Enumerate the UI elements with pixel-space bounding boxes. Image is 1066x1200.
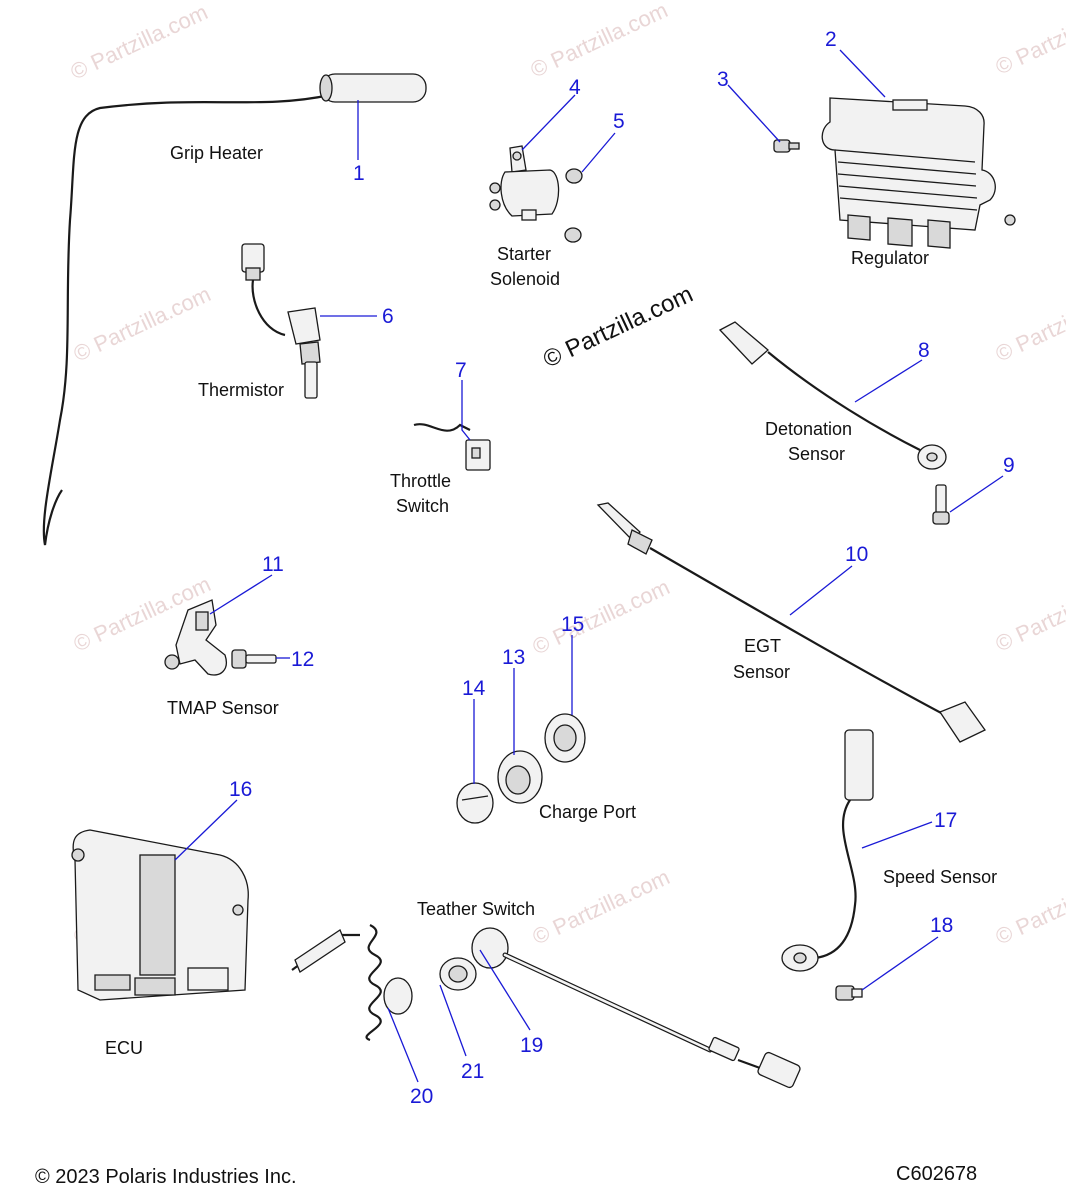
label-teather-switch: Teather Switch	[417, 899, 535, 919]
grip-heater-part	[42, 73, 427, 546]
ecu-part	[71, 829, 249, 1001]
watermark: © Partzilla.com	[70, 281, 215, 366]
tmap-sensor-part	[164, 599, 227, 676]
callout-8: 8	[918, 339, 930, 362]
callout-numbers: 1 2 3 4 5 6 7 8 9 10 11 12 13 14 15 16 1…	[229, 28, 1015, 1108]
speed-sensor-part	[781, 729, 874, 972]
watermark: © Partzilla.com	[992, 0, 1066, 80]
watermark: © Partzilla.com	[992, 864, 1066, 949]
regulator-part	[821, 97, 1016, 249]
part-labels: Grip Heater Thermistor Starter Solenoid …	[105, 143, 997, 1058]
label-egt: EGT	[744, 636, 781, 656]
footer-diagram-code: C602678	[896, 1163, 977, 1185]
watermark: © Partzilla.com	[992, 281, 1066, 366]
label-throttle: Throttle	[390, 471, 451, 491]
bolt-part	[835, 985, 863, 1001]
starter-solenoid-part	[489, 145, 560, 221]
callout-13: 13	[502, 646, 525, 669]
watermark: © Partzilla.com	[529, 574, 674, 659]
footer-copyright: © 2023 Polaris Industries Inc.	[35, 1166, 297, 1188]
label-detonation-sensor: Sensor	[788, 444, 845, 464]
label-tmap-sensor: TMAP Sensor	[167, 698, 279, 718]
watermark: © Partzilla.com	[992, 571, 1066, 656]
callout-5: 5	[613, 110, 625, 133]
egt-sensor-part	[596, 502, 986, 743]
label-thermistor: Thermistor	[198, 380, 284, 400]
callout-11: 11	[262, 553, 284, 576]
label-starter: Starter	[497, 244, 551, 264]
teather-switch-part	[291, 924, 801, 1089]
leader-lines	[174, 49, 1004, 1083]
callout-6: 6	[382, 305, 394, 328]
charge-port-part	[456, 713, 586, 824]
nut-part	[564, 168, 583, 243]
callout-12: 12	[291, 648, 314, 671]
watermark: © Partzilla.com	[527, 0, 672, 83]
label-regulator: Regulator	[851, 248, 929, 268]
label-detonation: Detonation	[765, 419, 852, 439]
throttle-switch-part	[413, 423, 491, 471]
callout-3: 3	[717, 68, 729, 91]
callout-10: 10	[845, 543, 868, 566]
label-charge-port: Charge Port	[539, 802, 636, 822]
callout-19: 19	[520, 1034, 543, 1057]
callout-16: 16	[229, 778, 252, 801]
callout-9: 9	[1003, 454, 1015, 477]
bolt-part	[773, 139, 800, 153]
callout-15: 15	[561, 613, 584, 636]
thermistor-part	[241, 243, 321, 399]
callout-17: 17	[934, 809, 957, 832]
watermark: © Partzilla.com	[67, 0, 212, 85]
callout-21: 21	[461, 1060, 484, 1083]
callout-18: 18	[930, 914, 953, 937]
detonation-sensor-part	[718, 321, 947, 470]
callout-14: 14	[462, 677, 486, 700]
bolt-part	[932, 484, 950, 525]
label-egt-sensor: Sensor	[733, 662, 790, 682]
bolt-part	[231, 649, 277, 669]
label-grip-heater: Grip Heater	[170, 143, 263, 163]
label-ecu: ECU	[105, 1038, 143, 1058]
label-speed-sensor: Speed Sensor	[883, 867, 997, 887]
callout-4: 4	[569, 76, 581, 99]
label-switch: Switch	[396, 496, 449, 516]
callout-7: 7	[455, 359, 467, 382]
callout-20: 20	[410, 1085, 433, 1108]
label-solenoid: Solenoid	[490, 269, 560, 289]
callout-1: 1	[353, 162, 365, 185]
callout-2: 2	[825, 28, 837, 51]
watermark: © Partzilla.com	[529, 864, 674, 949]
center-watermark: © Partzilla.com	[539, 281, 697, 374]
